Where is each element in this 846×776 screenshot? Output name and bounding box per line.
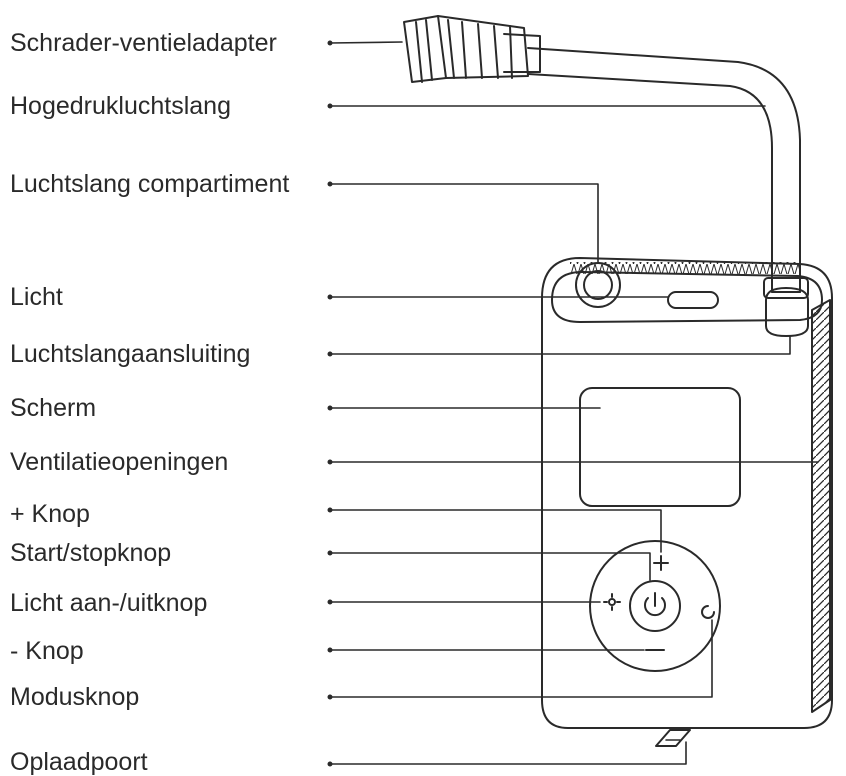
air-hose	[527, 47, 801, 293]
leader-compartment	[329, 183, 599, 263]
leader-mode	[329, 619, 713, 698]
label-plus-button: + Knop	[10, 500, 90, 528]
label-schrader-adapter: Schrader-ventieladapter	[10, 29, 277, 57]
schrader-adapter	[403, 15, 541, 83]
plus-icon	[653, 555, 669, 571]
label-hose-connection: Luchtslangaansluiting	[10, 340, 251, 368]
pump-top-face	[551, 271, 823, 323]
power-icon	[644, 592, 666, 617]
pump-body	[541, 297, 833, 729]
label-minus-button: - Knop	[10, 637, 84, 665]
leader-hose-connection	[329, 335, 791, 355]
hose-compartment	[575, 262, 621, 308]
label-screen: Scherm	[10, 394, 97, 422]
control-ring	[589, 540, 721, 672]
ventilation-grille	[811, 299, 831, 713]
leader-schrader	[329, 41, 403, 44]
label-start-stop-button: Start/stopknop	[10, 539, 172, 567]
label-high-pressure-hose: Hogedrukluchtslang	[10, 92, 231, 120]
charging-port	[655, 729, 691, 747]
light-lens	[667, 291, 719, 309]
label-light-toggle-button: Licht aan-/uitknop	[10, 589, 208, 617]
label-vents: Ventilatieopeningen	[10, 448, 229, 476]
label-hose-compartment: Luchtslang compartiment	[10, 170, 290, 198]
leader-charging	[329, 741, 687, 765]
label-light: Licht	[10, 283, 63, 311]
hose-connection-socket	[765, 287, 809, 337]
leader-lines	[329, 41, 819, 765]
mode-icon	[701, 605, 715, 619]
label-charging-port: Oplaadpoort	[10, 748, 148, 776]
leader-start-stop	[329, 552, 651, 581]
light-icon	[603, 593, 621, 611]
display-screen	[579, 387, 741, 507]
top-ridge-band	[570, 262, 800, 274]
leader-plus	[329, 509, 662, 553]
label-mode-button: Modusknop	[10, 683, 140, 711]
start-stop-button	[629, 580, 681, 632]
pump-top-rim	[541, 257, 833, 299]
